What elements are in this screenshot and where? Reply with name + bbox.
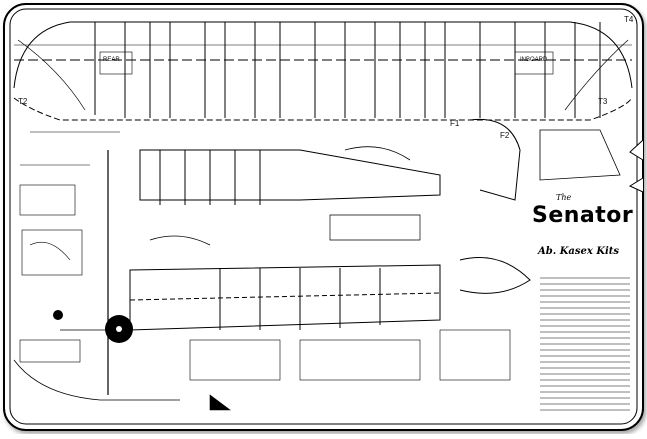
drawing-border [9,8,638,425]
wing-plan [13,21,633,121]
part-label-f1: F1 [450,119,460,128]
title-prefix: The [556,193,572,202]
tip-label-t3: T3 [598,97,608,106]
wheel-hub [116,326,122,332]
detail-sketches [19,131,511,411]
part-label-f2: F2 [500,131,510,140]
plan-title: Senator [532,203,634,228]
instructions-text-block [540,277,630,411]
brand-logo: Ab. Kasex Kits [538,246,620,257]
callout-rear: REAR [103,57,120,63]
fuselage-plan [60,146,441,395]
tip-label-t2: T2 [18,97,28,106]
sheet-frame [3,3,644,431]
tail-plan [13,118,621,401]
callout-inboard: INBOARD [520,57,548,63]
spinner-drawing [53,310,63,320]
tip-label-t1: T4 [624,15,634,24]
fold-marks [628,139,644,193]
